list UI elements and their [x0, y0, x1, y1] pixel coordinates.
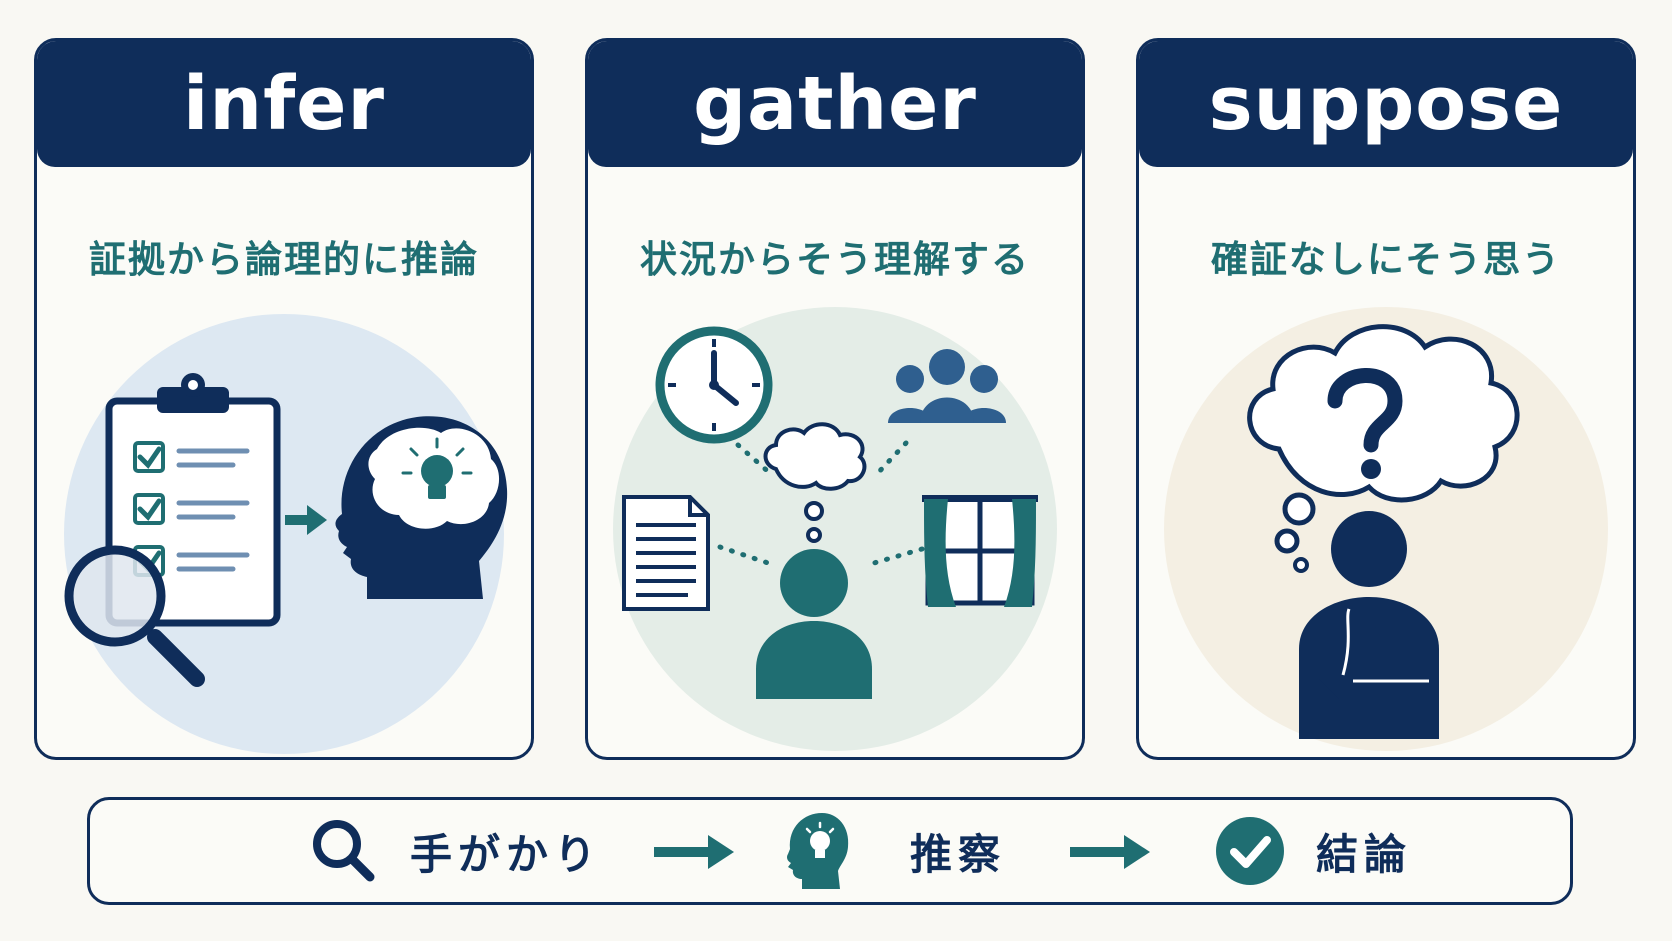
- flow-step-label: 手がかり: [410, 829, 603, 879]
- arrow-right-icon: [1070, 835, 1150, 869]
- arrow-right-icon: [654, 835, 734, 869]
- arrow-right-icon: [285, 505, 327, 535]
- thought-cloud-icon: [763, 422, 867, 543]
- card-infer: infer 証拠から論理的に推論: [34, 38, 534, 760]
- card-suppose: suppose 確証なしにそう思う: [1136, 38, 1636, 760]
- flow-bar: 手がかり 推察 結論: [87, 797, 1573, 905]
- search-icon: [313, 820, 375, 882]
- card-description: 証拠から論理的に推論: [89, 238, 479, 281]
- flow-step-label: 結論: [1316, 829, 1413, 879]
- thinking-person-icon: [1299, 511, 1439, 739]
- card-gather: gather 状況からそう理解する: [585, 38, 1085, 760]
- suppose-illustration: [1164, 307, 1608, 751]
- flow-step-conclusion: 結論: [1214, 800, 1412, 902]
- card-title: gather: [588, 41, 1082, 167]
- group-people-icon: [888, 349, 1006, 423]
- head-lightbulb-icon: [335, 416, 508, 599]
- check-circle-icon: [1216, 817, 1284, 885]
- person-icon: [756, 549, 872, 699]
- card-description: 状況からそう理解する: [640, 238, 1030, 281]
- flow-step-inference: 推察: [780, 800, 1006, 902]
- head-lightbulb-icon: [787, 813, 849, 889]
- card-description: 確証なしにそう思う: [1210, 238, 1562, 281]
- question-thought-cloud-icon: [1247, 324, 1520, 573]
- flow-step-label: 推察: [910, 829, 1007, 879]
- flow-step-clues: 手がかり: [308, 800, 602, 902]
- clock-icon: [655, 326, 773, 444]
- card-title: infer: [37, 41, 531, 167]
- connector-dots: [717, 440, 925, 566]
- infer-illustration: [64, 314, 508, 754]
- document-icon: [622, 495, 710, 611]
- gather-illustration: [613, 307, 1057, 751]
- window-curtains-icon: [922, 495, 1038, 607]
- magnifier-icon: [64, 545, 205, 687]
- card-title: suppose: [1139, 41, 1633, 167]
